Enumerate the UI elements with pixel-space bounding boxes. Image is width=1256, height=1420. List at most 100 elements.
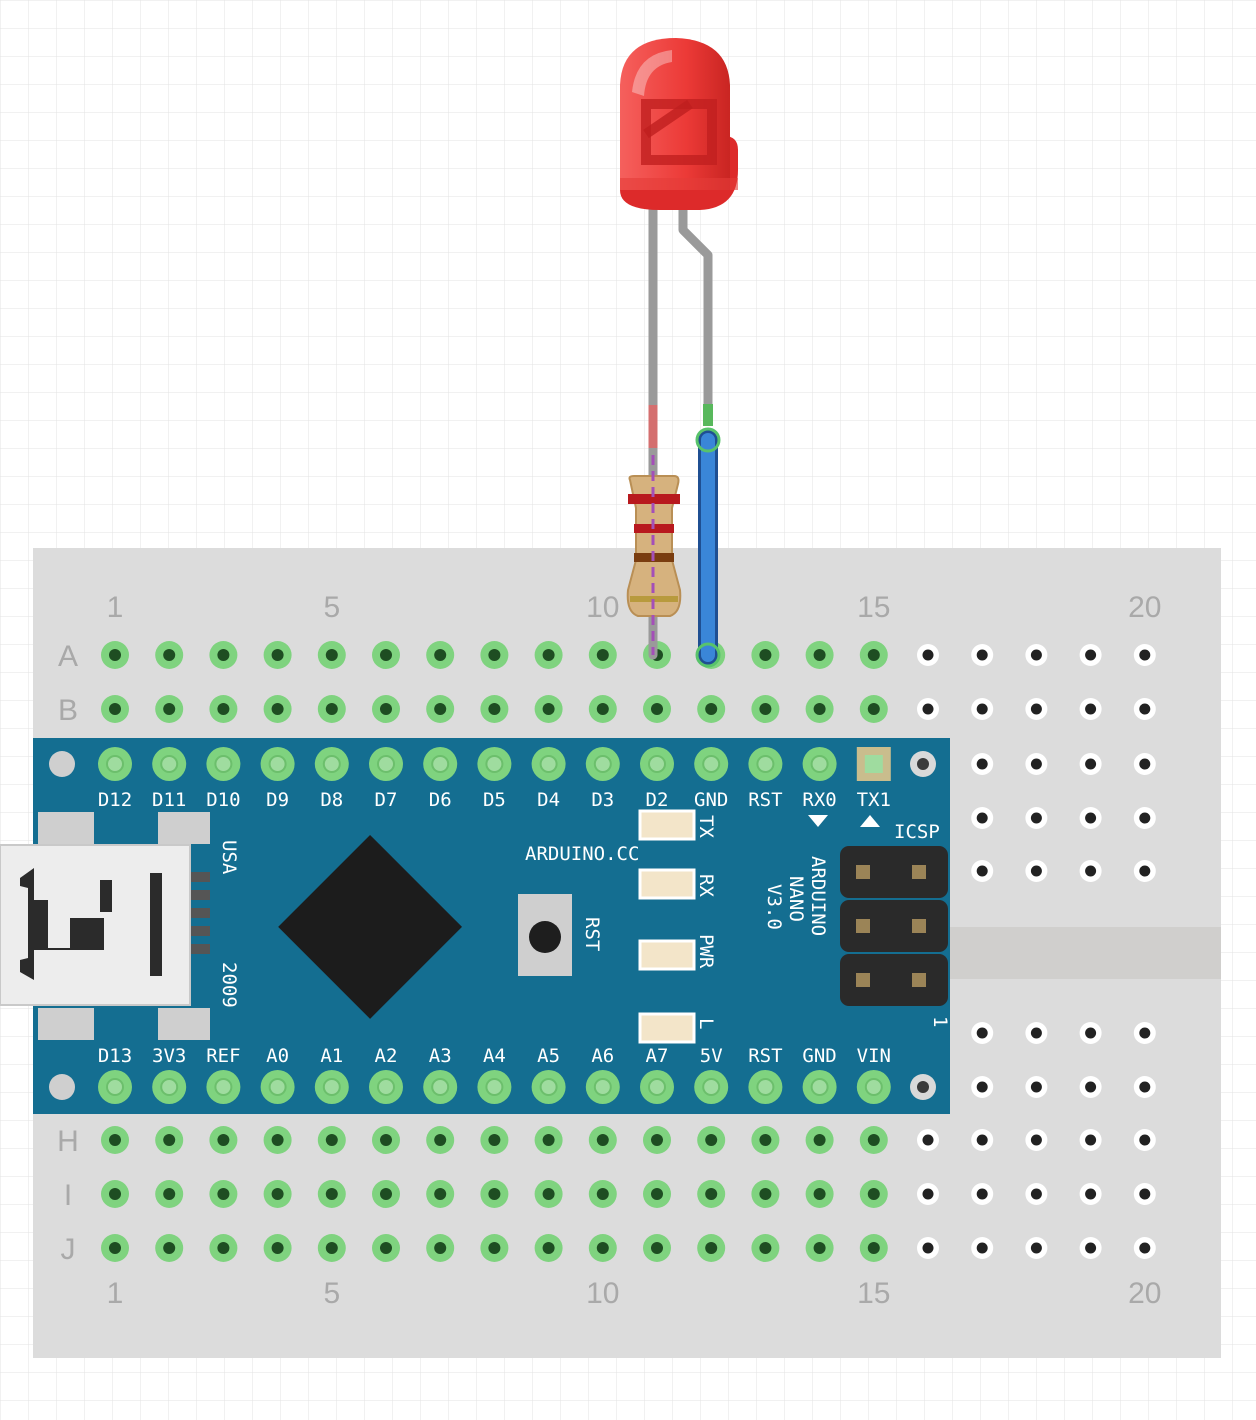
breadboard-hole[interactable]: [1139, 1081, 1151, 1093]
breadboard-hole[interactable]: [1085, 649, 1097, 661]
breadboard-hole[interactable]: [976, 1242, 988, 1254]
breadboard-hole[interactable]: [976, 1027, 988, 1039]
breadboard-hole[interactable]: [542, 1188, 555, 1200]
breadboard-hole[interactable]: [380, 1242, 392, 1254]
breadboard-hole[interactable]: [596, 649, 609, 661]
breadboard-hole[interactable]: [651, 1134, 663, 1146]
breadboard-hole[interactable]: [759, 649, 772, 661]
breadboard-hole[interactable]: [163, 649, 176, 661]
breadboard-hole[interactable]: [271, 1134, 284, 1146]
breadboard-hole[interactable]: [922, 1134, 934, 1146]
breadboard-hole[interactable]: [217, 649, 230, 661]
breadboard-hole[interactable]: [109, 703, 121, 715]
breadboard-hole[interactable]: [1139, 1027, 1151, 1039]
breadboard-hole[interactable]: [1085, 812, 1097, 824]
breadboard-hole[interactable]: [1030, 812, 1042, 824]
breadboard-hole[interactable]: [380, 703, 392, 715]
breadboard-hole[interactable]: [976, 758, 988, 770]
breadboard-hole[interactable]: [380, 1188, 392, 1200]
breadboard-hole[interactable]: [867, 703, 880, 715]
breadboard-hole[interactable]: [705, 1242, 718, 1254]
breadboard-hole[interactable]: [976, 865, 988, 877]
wire-endpoint-top[interactable]: [695, 427, 721, 453]
breadboard-hole[interactable]: [217, 1242, 230, 1254]
breadboard-hole[interactable]: [1085, 703, 1097, 715]
breadboard-hole[interactable]: [705, 703, 718, 715]
breadboard-hole[interactable]: [271, 1188, 284, 1200]
breadboard-hole[interactable]: [271, 649, 284, 661]
breadboard-hole[interactable]: [271, 1242, 284, 1254]
breadboard-hole[interactable]: [1030, 1242, 1042, 1254]
breadboard-hole[interactable]: [813, 703, 826, 715]
breadboard-hole[interactable]: [1139, 812, 1151, 824]
breadboard-hole[interactable]: [1030, 1027, 1042, 1039]
breadboard-hole[interactable]: [1085, 1027, 1097, 1039]
breadboard-hole[interactable]: [813, 649, 826, 661]
breadboard-hole[interactable]: [596, 1242, 609, 1254]
breadboard-hole[interactable]: [1030, 703, 1042, 715]
breadboard-hole[interactable]: [542, 649, 555, 661]
arduino-nano[interactable]: RST TX RX PWR L ARDUINO.CC ARDUINO NANO …: [0, 738, 951, 1114]
breadboard-hole[interactable]: [217, 1188, 230, 1200]
breadboard-hole[interactable]: [1139, 703, 1151, 715]
breadboard-hole[interactable]: [976, 1134, 988, 1146]
breadboard-hole[interactable]: [759, 1134, 772, 1146]
reset-button[interactable]: [518, 894, 572, 976]
breadboard-hole[interactable]: [488, 1134, 501, 1146]
breadboard-hole[interactable]: [1030, 1188, 1042, 1200]
wire-endpoint-bottom[interactable]: [695, 642, 721, 668]
breadboard-hole[interactable]: [325, 703, 338, 715]
breadboard-hole[interactable]: [596, 703, 609, 715]
breadboard-hole[interactable]: [976, 703, 988, 715]
breadboard-hole[interactable]: [325, 1134, 338, 1146]
breadboard-hole[interactable]: [596, 1188, 609, 1200]
breadboard-hole[interactable]: [976, 812, 988, 824]
breadboard-hole[interactable]: [976, 649, 988, 661]
breadboard-hole[interactable]: [217, 703, 230, 715]
breadboard-hole[interactable]: [434, 1188, 447, 1200]
breadboard-hole[interactable]: [1085, 1188, 1097, 1200]
breadboard-hole[interactable]: [163, 1188, 176, 1200]
breadboard-hole[interactable]: [434, 1134, 447, 1146]
breadboard-hole[interactable]: [163, 1242, 176, 1254]
resistor[interactable]: [626, 400, 682, 660]
breadboard-hole[interactable]: [542, 703, 555, 715]
breadboard-hole[interactable]: [976, 1081, 988, 1093]
breadboard-hole[interactable]: [434, 703, 447, 715]
breadboard-hole[interactable]: [813, 1188, 826, 1200]
breadboard-hole[interactable]: [325, 1188, 338, 1200]
breadboard-hole[interactable]: [651, 703, 663, 715]
breadboard-hole[interactable]: [1085, 1081, 1097, 1093]
breadboard-hole[interactable]: [1085, 865, 1097, 877]
breadboard-hole[interactable]: [109, 1134, 121, 1146]
breadboard-hole[interactable]: [109, 649, 121, 661]
breadboard-hole[interactable]: [163, 1134, 176, 1146]
breadboard-hole[interactable]: [1085, 1242, 1097, 1254]
breadboard-hole[interactable]: [867, 649, 880, 661]
breadboard-hole[interactable]: [1030, 758, 1042, 770]
breadboard-hole[interactable]: [1085, 1134, 1097, 1146]
breadboard-hole[interactable]: [109, 1188, 121, 1200]
breadboard-hole[interactable]: [976, 1188, 988, 1200]
breadboard-hole[interactable]: [867, 1188, 880, 1200]
breadboard-hole[interactable]: [380, 1134, 392, 1146]
breadboard-hole[interactable]: [922, 703, 934, 715]
breadboard-hole[interactable]: [596, 1134, 609, 1146]
breadboard-hole[interactable]: [1139, 1242, 1151, 1254]
breadboard-hole[interactable]: [1139, 649, 1151, 661]
breadboard-hole[interactable]: [1139, 865, 1151, 877]
breadboard-hole[interactable]: [325, 649, 338, 661]
breadboard-hole[interactable]: [434, 1242, 447, 1254]
breadboard-hole[interactable]: [163, 703, 176, 715]
breadboard-hole[interactable]: [922, 649, 934, 661]
breadboard-hole[interactable]: [759, 703, 772, 715]
breadboard-hole[interactable]: [867, 1242, 880, 1254]
breadboard-hole[interactable]: [705, 1188, 718, 1200]
breadboard-hole[interactable]: [1030, 1081, 1042, 1093]
breadboard-hole[interactable]: [813, 1242, 826, 1254]
breadboard-hole[interactable]: [434, 649, 447, 661]
breadboard-hole[interactable]: [488, 1242, 501, 1254]
breadboard-hole[interactable]: [380, 649, 392, 661]
breadboard-hole[interactable]: [651, 1242, 663, 1254]
breadboard-hole[interactable]: [488, 649, 501, 661]
